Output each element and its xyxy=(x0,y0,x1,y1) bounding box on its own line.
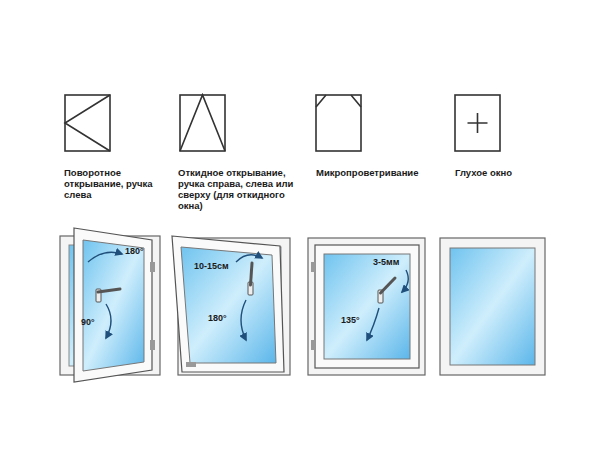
caption-text: Микропроветривание xyxy=(316,168,426,179)
dimension-label: 3-5мм xyxy=(372,258,400,268)
angle-label: 135° xyxy=(340,316,361,326)
caption-text: Поворотное открывание, ручка слева xyxy=(64,168,164,201)
caption-text: Глухое окно xyxy=(455,168,555,179)
angle-label: 180° xyxy=(207,314,228,324)
dimension-label: 10-15см xyxy=(193,262,230,272)
caption-text: Откидное открывание, ручка справа, слева… xyxy=(178,168,303,212)
angle-label: 90° xyxy=(80,318,96,328)
angle-label: 180° xyxy=(124,247,145,257)
